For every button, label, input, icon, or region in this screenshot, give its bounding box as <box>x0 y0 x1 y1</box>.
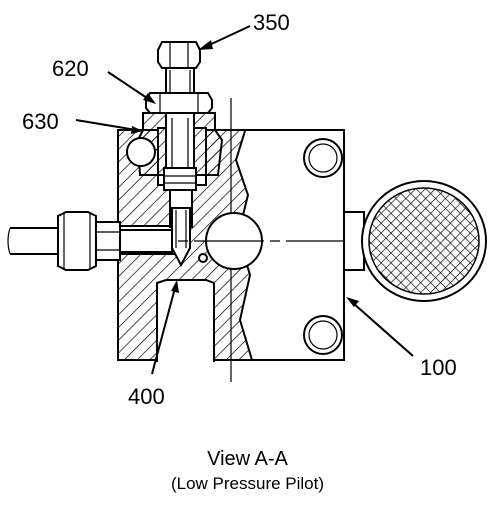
callout-400: 400 <box>128 384 165 409</box>
leader-400 <box>151 280 179 375</box>
leader-630 <box>75 119 143 134</box>
gauge <box>343 180 487 302</box>
callout-630: 630 <box>22 109 59 134</box>
leader-350 <box>198 25 251 50</box>
left-bolt <box>126 137 156 167</box>
callout-620: 620 <box>52 56 89 81</box>
left-pipe-fitting <box>7 211 173 271</box>
view-caption: View A-A <box>207 448 288 470</box>
lower-right-bolt <box>303 315 343 355</box>
callout-350: 350 <box>253 10 290 35</box>
leader-100 <box>346 297 414 357</box>
leader-620 <box>107 71 156 104</box>
view-subcaption: (Low Pressure Pilot) <box>170 474 325 493</box>
callout-100: 100 <box>420 355 457 380</box>
pilot-fitting <box>136 41 224 191</box>
upper-right-bolt <box>303 138 343 178</box>
